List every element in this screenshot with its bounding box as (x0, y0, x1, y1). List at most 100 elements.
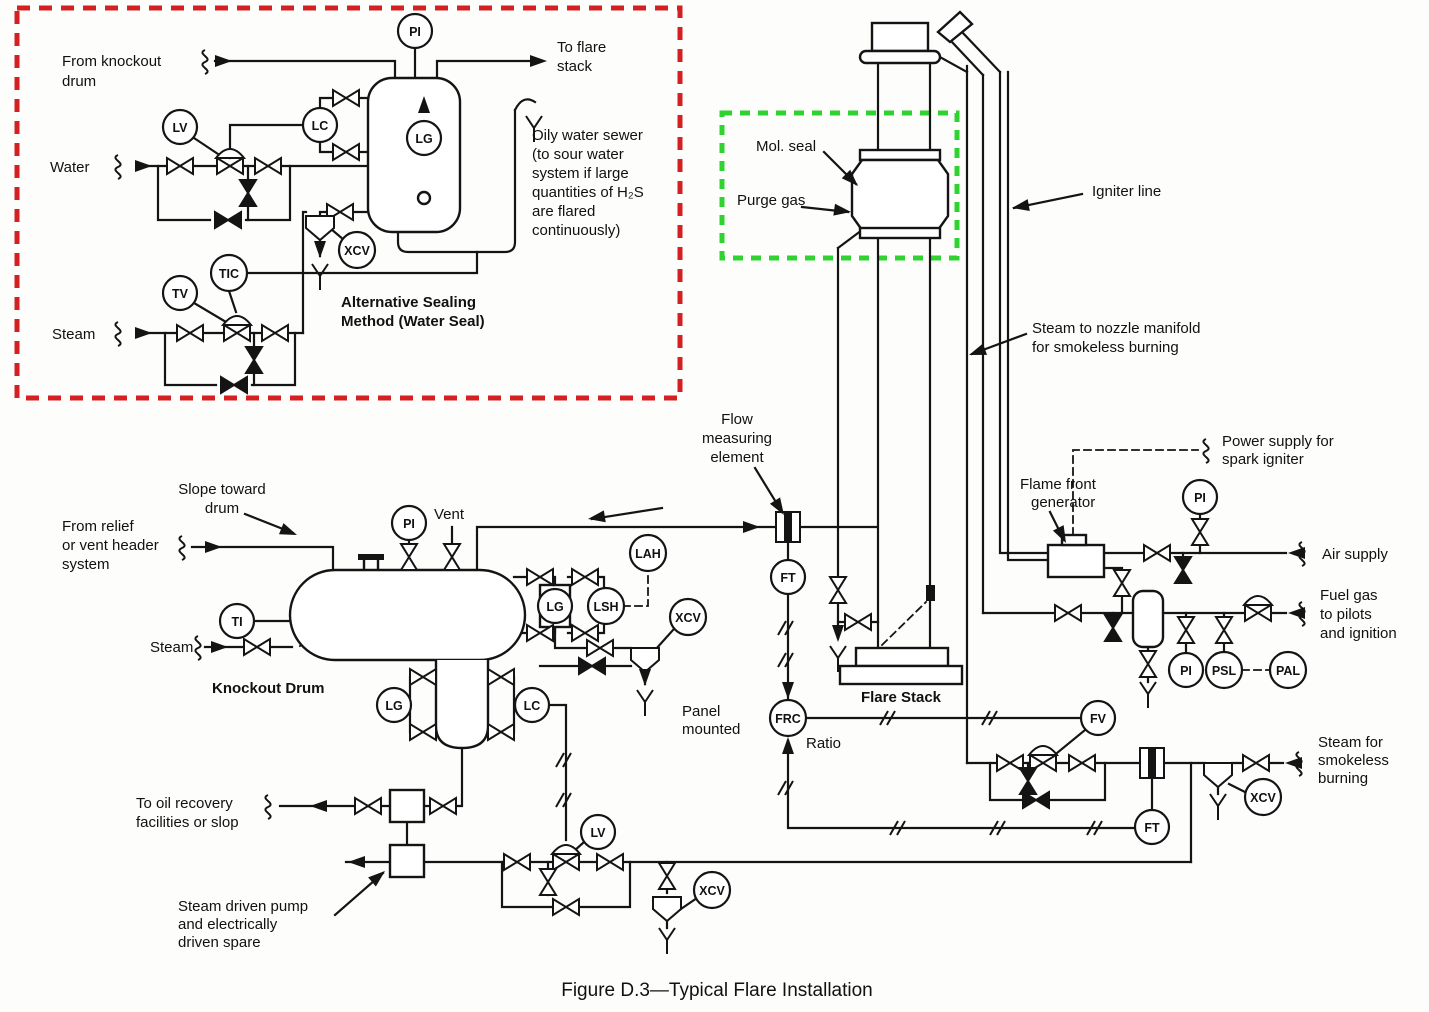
gauge-valve-icon (1177, 616, 1195, 644)
closed-valve-icon (578, 657, 606, 675)
label-oily-sewer: (to sour water (532, 146, 624, 163)
instrument-tag: PI (403, 517, 415, 531)
molecular-seal (850, 158, 950, 232)
label-steam-seal: Steam (52, 326, 95, 343)
instrument-PI-fuel: PI (1167, 651, 1205, 689)
label-from-relief: or vent header (62, 537, 159, 554)
dump-funnel-icon (1203, 762, 1233, 788)
gate-valve-icon (261, 324, 289, 342)
alternative-seal-red-box (14, 5, 683, 401)
flame-front-generator-box (1046, 543, 1106, 579)
control-valve-icon (1244, 604, 1272, 622)
drum-nozzle-cap (358, 554, 384, 560)
instrument-LV-oil: LV (579, 813, 617, 851)
instrument-PI-seal: PI (396, 12, 434, 50)
fuel-gas-pot (1131, 589, 1165, 649)
instrument-tag: TIC (219, 267, 239, 281)
instrument-LC-seal: LC (301, 106, 339, 144)
pump-1 (388, 788, 426, 824)
label-ratio: Ratio (806, 735, 841, 752)
instrument-tag: LC (312, 119, 329, 133)
gate-valve-icon (166, 157, 194, 175)
flow-arrows (135, 55, 1305, 887)
instrument-FT-gas: FT (769, 558, 807, 596)
valve-symbols (166, 89, 1273, 922)
gate-valve-icon (243, 638, 271, 656)
gauge-valve-icon (1215, 616, 1233, 644)
label-igniter-line: Igniter line (1092, 183, 1161, 200)
gate-valve-icon (1113, 569, 1131, 597)
gate-valve-icon (1054, 604, 1082, 622)
label-steam-nozzle: for smokeless burning (1032, 339, 1179, 356)
instrument-XCV-seal: XCV (337, 230, 377, 270)
instrument-tag: LV (590, 826, 606, 840)
water-seal-vessel (366, 76, 462, 234)
closed-valve-icon (220, 376, 248, 394)
bypass-valve-icon (552, 898, 580, 916)
instrument-tag: XCV (675, 611, 701, 625)
piping-lines (135, 30, 1288, 930)
instrument-tag: LV (172, 121, 188, 135)
stack-base-lower (838, 664, 964, 686)
gate-valve-icon (332, 89, 360, 107)
gate-valve-icon (571, 624, 599, 642)
label-flame-front: generator (1031, 494, 1095, 511)
instrument-FRC: FRC (768, 698, 808, 738)
flow-orifice-icon (1139, 747, 1165, 779)
label-from-knockout: From knockout (62, 53, 162, 70)
flare-tip-collar (858, 49, 942, 65)
instrument-tag: LG (385, 699, 402, 713)
label-to-oil: facilities or slop (136, 814, 239, 831)
label-fuel-gas: Fuel gas (1320, 587, 1378, 604)
label-oily-sewer: quantities of H₂S (532, 184, 644, 201)
knockout-drum-vessel (288, 568, 527, 662)
instrument-XCV-steam: XCV (1243, 777, 1283, 817)
gate-valve-icon (503, 853, 531, 871)
label-panel-mounted: mounted (682, 721, 740, 738)
instrument-PSL: PSL (1204, 650, 1244, 690)
label-steam-smokeless: smokeless (1318, 752, 1389, 769)
label-fuel-gas: and ignition (1320, 625, 1397, 642)
instrument-tag: TI (231, 615, 242, 629)
instrument-tag: PI (1194, 491, 1206, 505)
closed-valve-icon (245, 346, 263, 374)
instrument-tag: FT (780, 571, 796, 585)
gauge-valve-icon (487, 668, 515, 686)
label-from-relief: From relief (62, 518, 135, 535)
label-steam-nozzle: Steam to nozzle manifold (1032, 320, 1200, 337)
instrument-LC-boot: LC (513, 686, 551, 724)
gate-valve-icon (176, 324, 204, 342)
instrument-tag: FT (1144, 821, 1160, 835)
gate-valve-icon (596, 853, 624, 871)
gate-valve-icon (1068, 754, 1096, 772)
instrument-LG-bridle: LG (536, 587, 574, 625)
label-slope: drum (205, 500, 239, 517)
mol-seal-flange-bottom (858, 226, 942, 240)
control-valve-icon (223, 324, 251, 342)
label-slope: Slope toward (178, 481, 266, 498)
equipment-shapes (288, 10, 1165, 879)
stack-sample-tab (926, 585, 935, 601)
drain-valve-icon (844, 613, 872, 631)
dump-funnel-icon (652, 896, 682, 922)
instrument-tag: XCV (344, 244, 370, 258)
instrument-PI-vent: PI (390, 504, 428, 542)
instrument-tag: LAH (635, 547, 661, 561)
closed-valve-icon (239, 179, 257, 207)
drain-valve-icon (539, 868, 557, 896)
label-power-supply: Power supply for (1222, 433, 1334, 450)
label-to-oil: To oil recovery (136, 795, 233, 812)
instrument-XCV-drum: XCV (668, 597, 708, 637)
vent-valve-icon (443, 543, 461, 571)
stack-base-upper (854, 646, 950, 668)
gate-valve-icon (526, 568, 554, 586)
gate-valve-icon (658, 862, 676, 890)
gate-valve-icon (1143, 544, 1171, 562)
control-valve-icon (216, 157, 244, 175)
closed-valve-icon (214, 211, 242, 229)
instrument-tag: FV (1090, 712, 1107, 726)
label-air-supply: Air supply (1322, 546, 1388, 563)
label-alt-seal-title: Alternative Sealing (341, 294, 476, 311)
label-to-flare-stack: stack (557, 58, 593, 75)
